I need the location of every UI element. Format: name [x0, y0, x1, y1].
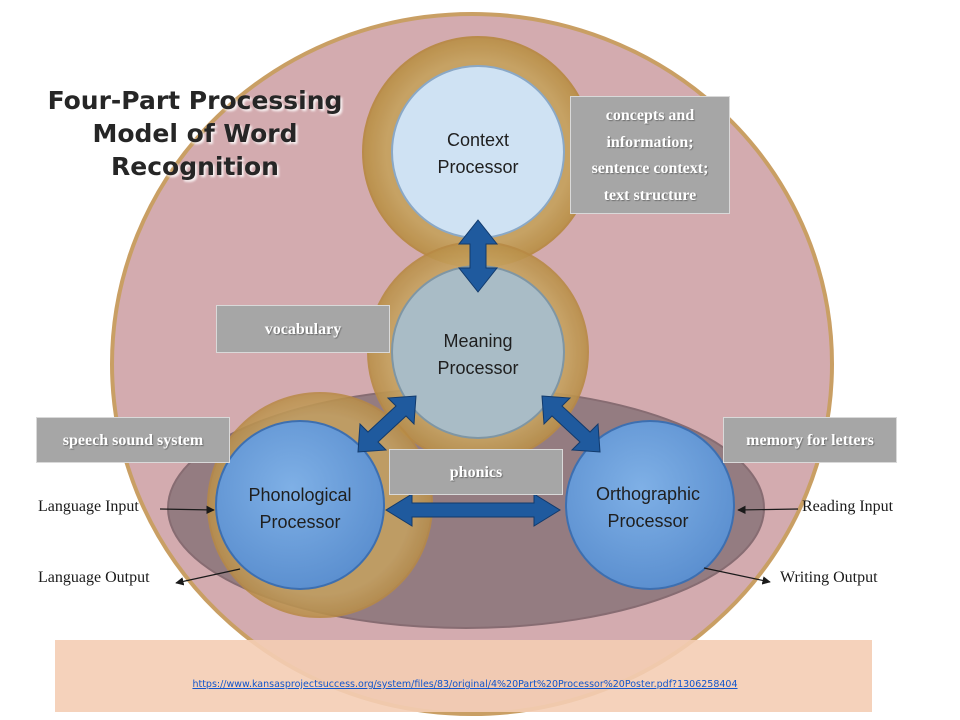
meaning-phonological-arrow: [357, 395, 417, 453]
processor-label-line: Processor: [607, 511, 689, 531]
speech-sound-box: speech sound system: [36, 417, 230, 463]
phonological-processor-circle: [215, 420, 385, 590]
diagram-title: Four-Part Processing Model of Word Recog…: [40, 84, 350, 183]
processor-label-line: Processor: [437, 358, 519, 378]
orthographic-processor-circle: [565, 420, 735, 590]
reading-input-arrow: [737, 505, 799, 515]
context-processor-label: Context Processor: [398, 127, 558, 181]
processor-label-line: Meaning: [443, 331, 513, 351]
concepts-line: sentence context;: [591, 160, 709, 177]
meaning-orthographic-arrow: [541, 395, 601, 453]
concepts-line: concepts and: [605, 107, 695, 124]
language-input-arrow: [159, 505, 215, 515]
language-output-label: Language Output: [38, 569, 150, 586]
meaning-processor-label: Meaning Processor: [398, 328, 558, 382]
reading-input-label: Reading Input: [802, 498, 894, 515]
processor-label-line: Context: [446, 130, 510, 150]
orthographic-processor-label: Orthographic Processor: [568, 481, 728, 535]
processor-label-line: Orthographic: [595, 484, 701, 504]
processor-label-line: Processor: [259, 512, 341, 532]
source-link[interactable]: https://www.kansasprojectsuccess.org/sys…: [192, 679, 738, 690]
title-line: Four-Part Processing: [47, 86, 343, 115]
language-input-label: Language Input: [38, 498, 139, 515]
vocabulary-box: vocabulary: [216, 305, 390, 353]
memory-letters-box: memory for letters: [723, 417, 897, 463]
concepts-line: information;: [606, 133, 694, 151]
concepts-box: concepts and information; sentence conte…: [570, 96, 730, 214]
concepts-line: text structure: [603, 186, 697, 204]
processor-label-line: Processor: [437, 157, 519, 177]
writing-output-arrow: [703, 567, 771, 585]
phonological-orthographic-arrow: [385, 493, 561, 527]
title-line: Model of Word: [92, 119, 298, 148]
context-meaning-arrow: [457, 219, 499, 293]
phonological-processor-label: Phonological Processor: [220, 482, 380, 536]
processor-label-line: Phonological: [248, 485, 352, 505]
footer-band: [55, 640, 872, 712]
language-output-arrow: [175, 568, 241, 586]
title-line: Recognition: [111, 152, 279, 181]
writing-output-label: Writing Output: [780, 569, 878, 586]
phonics-box: phonics: [389, 449, 563, 495]
